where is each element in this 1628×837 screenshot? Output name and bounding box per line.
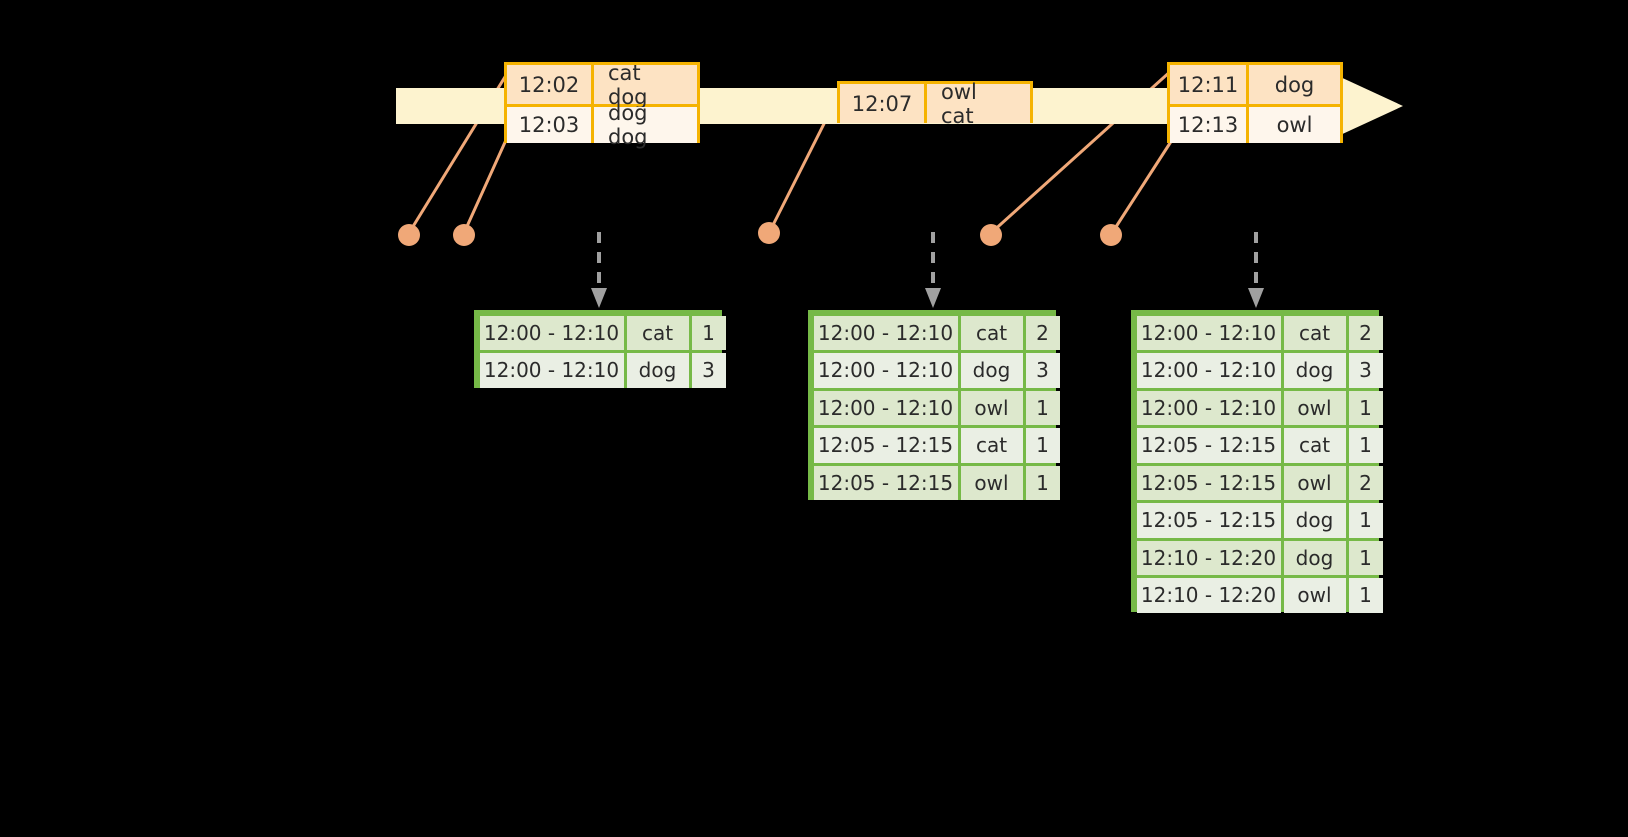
event-dot-1 [398, 224, 420, 246]
result-table-3[interactable]: 12:00 - 12:10 cat 2 12:00 - 12:10 dog 3 … [1131, 310, 1383, 615]
count-cell: 1 [1025, 428, 1060, 463]
event-time: 12:07 [840, 84, 924, 123]
key-cell: dog [1283, 540, 1346, 575]
event-dot-3 [758, 222, 780, 244]
event-row: 12:03 dog dog [507, 101, 697, 149]
count-cell: 3 [1025, 353, 1060, 388]
window-cell: 12:00 - 12:10 [813, 390, 958, 425]
event-words: dog [1246, 65, 1340, 104]
key-cell: dog [960, 353, 1023, 388]
table-row: 12:00 - 12:10 cat 2 [812, 314, 1060, 352]
count-cell: 1 [1025, 390, 1060, 425]
table-row: 12:00 - 12:10 owl 1 [812, 389, 1060, 427]
count-cell: 2 [1025, 315, 1060, 350]
event-box-1[interactable]: 12:02 cat dog 12:03 dog dog [504, 61, 700, 149]
table-row: 12:05 - 12:15 owl 1 [812, 464, 1060, 502]
event-words: owl [1246, 107, 1340, 143]
key-cell: cat [960, 428, 1023, 463]
table-row: 12:00 - 12:10 cat 2 [1135, 314, 1383, 352]
count-cell: 3 [1348, 353, 1383, 388]
count-cell: 1 [1348, 428, 1383, 463]
key-cell: cat [626, 315, 689, 350]
count-cell: 1 [1348, 578, 1383, 613]
key-cell: owl [960, 465, 1023, 500]
event-box-2[interactable]: 12:07 owl cat [837, 80, 1033, 128]
result-table-2[interactable]: 12:00 - 12:10 cat 2 12:00 - 12:10 dog 3 … [808, 310, 1060, 502]
key-cell: owl [1283, 390, 1346, 425]
table-row: 12:05 - 12:15 cat 1 [1135, 427, 1383, 465]
result-table-1[interactable]: 12:00 - 12:10 cat 1 12:00 - 12:10 dog 3 [474, 310, 726, 390]
key-cell: dog [1283, 353, 1346, 388]
key-cell: cat [960, 315, 1023, 350]
key-cell: owl [960, 390, 1023, 425]
window-cell: 12:05 - 12:15 [1136, 428, 1281, 463]
count-cell: 2 [1348, 315, 1383, 350]
window-cell: 12:05 - 12:15 [1136, 503, 1281, 538]
event-dot-4 [980, 224, 1002, 246]
window-cell: 12:00 - 12:10 [479, 353, 624, 388]
count-cell: 1 [1348, 390, 1383, 425]
window-cell: 12:05 - 12:15 [813, 428, 958, 463]
window-cell: 12:05 - 12:15 [1136, 465, 1281, 500]
window-cell: 12:00 - 12:10 [1136, 353, 1281, 388]
table-row: 12:10 - 12:20 dog 1 [1135, 539, 1383, 577]
window-cell: 12:00 - 12:10 [479, 315, 624, 350]
key-cell: cat [1283, 428, 1346, 463]
key-cell: dog [1283, 503, 1346, 538]
key-cell: cat [1283, 315, 1346, 350]
event-words: dog dog [591, 101, 697, 149]
count-cell: 1 [1348, 503, 1383, 538]
event-box-3[interactable]: 12:11 dog 12:13 owl [1167, 62, 1343, 143]
window-cell: 12:00 - 12:10 [813, 353, 958, 388]
table-row: 12:00 - 12:10 dog 3 [812, 352, 1060, 390]
event-dot-2 [453, 224, 475, 246]
window-cell: 12:10 - 12:20 [1136, 540, 1281, 575]
key-cell: owl [1283, 578, 1346, 613]
table-row: 12:00 - 12:10 dog 3 [478, 352, 726, 390]
window-cell: 12:10 - 12:20 [1136, 578, 1281, 613]
window-cell: 12:05 - 12:15 [813, 465, 958, 500]
event-words: cat dog [591, 61, 697, 109]
window-cell: 12:00 - 12:10 [1136, 390, 1281, 425]
table-row: 12:00 - 12:10 cat 1 [478, 314, 726, 352]
dashed-arrow-2 [925, 232, 941, 308]
event-dot-5 [1100, 224, 1122, 246]
table-row: 12:05 - 12:15 cat 1 [812, 427, 1060, 465]
key-cell: dog [626, 353, 689, 388]
count-cell: 1 [691, 315, 726, 350]
count-cell: 1 [1025, 465, 1060, 500]
window-cell: 12:00 - 12:10 [813, 315, 958, 350]
event-words: owl cat [924, 80, 1030, 128]
dashed-arrow-1 [591, 232, 607, 308]
event-time: 12:11 [1170, 65, 1246, 104]
event-row: 12:11 dog [1170, 65, 1340, 104]
timeline-arrowhead [1336, 75, 1403, 137]
event-row: 12:13 owl [1170, 104, 1340, 143]
table-row: 12:10 - 12:20 owl 1 [1135, 577, 1383, 615]
count-cell: 2 [1348, 465, 1383, 500]
table-row: 12:05 - 12:15 owl 2 [1135, 464, 1383, 502]
count-cell: 1 [1348, 540, 1383, 575]
table-row: 12:00 - 12:10 dog 3 [1135, 352, 1383, 390]
table-row: 12:00 - 12:10 owl 1 [1135, 389, 1383, 427]
event-row: 12:02 cat dog [507, 61, 697, 109]
event-row: 12:07 owl cat [840, 80, 1030, 128]
window-cell: 12:00 - 12:10 [1136, 315, 1281, 350]
event-time: 12:03 [507, 107, 591, 143]
dashed-arrow-3 [1248, 232, 1264, 308]
key-cell: owl [1283, 465, 1346, 500]
event-time: 12:02 [507, 65, 591, 104]
event-time: 12:13 [1170, 107, 1246, 143]
table-row: 12:05 - 12:15 dog 1 [1135, 502, 1383, 540]
count-cell: 3 [691, 353, 726, 388]
